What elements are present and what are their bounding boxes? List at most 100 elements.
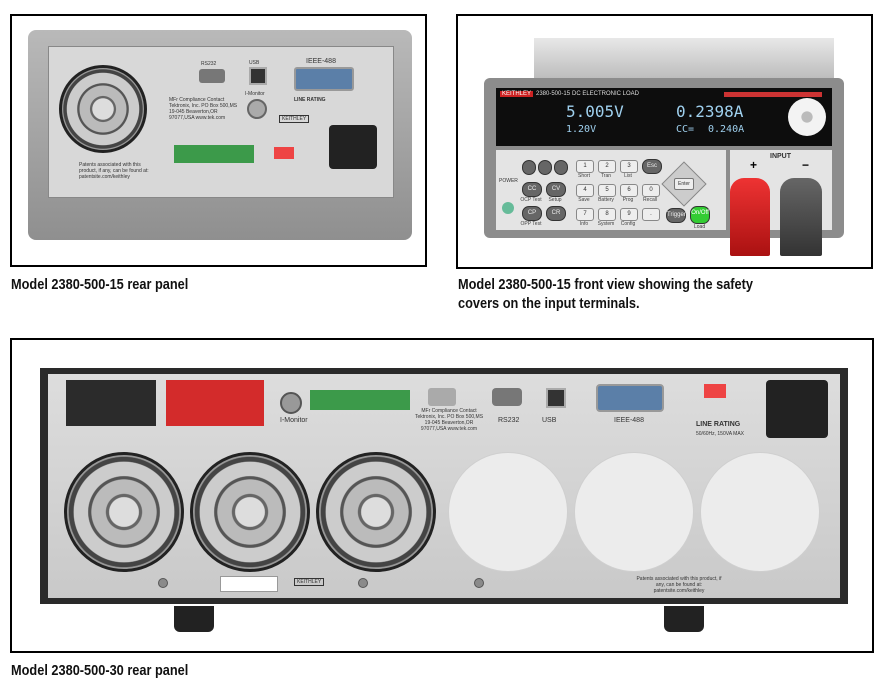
key-4[interactable]: 4 [576,184,594,197]
soft-key-2[interactable] [538,160,552,175]
key-dot[interactable]: . [642,208,660,221]
key-7[interactable]: 7 [576,208,594,221]
setup-label: Setup [548,197,562,203]
negative-terminal-cover[interactable] [780,178,822,256]
ieee488-port [596,384,664,412]
blank-port [428,388,456,406]
rs232-port [492,388,522,406]
key-6[interactable]: 6 [620,184,638,197]
minus-label: − [802,158,810,172]
voltage-readout: 5.005V [566,102,624,121]
foot-left [174,606,214,632]
soft-key-1[interactable] [522,160,536,175]
screw [358,578,368,588]
plus-label: + [750,158,758,172]
brand-logo: KEITHLEY [500,91,534,97]
cr-button[interactable]: CR [546,206,566,221]
key-2[interactable]: 2 [598,160,616,173]
dip-switch [274,147,294,159]
patents-text: Patents associated with this product, if… [636,576,722,594]
compliance-text: MFr Compliance Contact Tektronix, Inc. P… [414,408,484,432]
system-label: System [597,221,615,227]
compliance-text: MFr Compliance Contact Tektronix, Inc. P… [169,97,238,121]
positive-terminal-cover[interactable] [730,178,770,256]
dip-switch [704,384,726,398]
device-front-body: KEITHLEY 2380-500-15 DC ELECTRONIC LOAD … [484,78,844,238]
soft-key-3[interactable] [554,160,568,175]
current-setting: 0.240A [708,124,745,135]
rotary-knob[interactable] [788,98,826,136]
ieee488-port [294,67,354,91]
label-blank [220,576,278,592]
title-label: DC ELECTRONIC LOAD [572,91,640,97]
power-button[interactable] [502,202,514,214]
bnc-connector [280,392,302,414]
brand-label: KEITHLEY [279,115,310,123]
fan-icon [64,452,184,572]
recall-label: Recall [643,197,657,203]
key-1[interactable]: 1 [576,160,594,173]
red-bar [724,92,822,97]
keypad-area: POWER CC CV OCP Test Setup CP CR OPP Tes… [496,150,726,230]
ocp-test-label: OCP Test [520,197,542,203]
screw [474,578,484,588]
caption-rear-panel-small: Model 2380-500-15 rear panel [11,277,189,293]
fan-icon [190,452,310,572]
patents-text: Patents associated with this product, if… [79,162,149,180]
vent-cutout [700,452,820,572]
voltage-setting: 1.20V [566,124,597,135]
vent-cutout [448,452,568,572]
brand-label: KEITHLEY [294,578,325,586]
esc-button[interactable]: Esc [642,159,662,174]
display-area: KEITHLEY 2380-500-15 DC ELECTRONIC LOAD … [496,88,832,146]
tran-label: Tran [600,173,612,179]
usb-port [546,388,566,408]
ieee488-label: IEEE-488 [306,58,336,65]
screw [158,578,168,588]
input-label: INPUT [770,153,791,160]
fan-icon [59,65,147,153]
key-9[interactable]: 9 [620,208,638,221]
battery-label: Battery [598,197,614,203]
mode-readout: CC= [676,124,695,135]
terminal-block [310,390,410,410]
bnc-connector [247,99,267,119]
rear-plate: I-Monitor MFr Compliance Contact Tektron… [48,374,840,598]
rs232-label: RS232 [201,61,217,67]
rs232-label: RS232 [498,417,520,424]
onoff-button[interactable]: On/Off [690,206,710,224]
prog-label: Prog [622,197,634,203]
figure-rear-panel-2380-500-30: I-Monitor MFr Compliance Contact Tektron… [10,338,874,653]
device-rear-body: I-Monitor MFr Compliance Contact Tektron… [40,368,848,604]
rear-plate: RS232 USB IEEE-488 I-Monitor MFr Complia… [48,46,394,198]
list-label: List [624,173,632,179]
positive-bus-bar [166,380,264,426]
device-rear-body: RS232 USB IEEE-488 I-Monitor MFr Complia… [28,30,412,240]
key-5[interactable]: 5 [598,184,616,197]
enter-button[interactable]: Enter [674,178,694,190]
cv-button[interactable]: CV [546,182,566,197]
key-8[interactable]: 8 [598,208,616,221]
key-3[interactable]: 3 [620,160,638,173]
terminal-block [174,145,254,163]
usb-label: USB [249,60,260,66]
power-label: POWER [499,178,518,184]
power-inlet [329,125,377,169]
trigger-button[interactable]: Trigger [666,208,686,223]
key-0[interactable]: 0 [642,184,660,197]
ieee488-label: IEEE-488 [614,417,644,424]
cp-button[interactable]: CP [522,206,542,221]
current-readout: 0.2398A [676,102,744,121]
figure-rear-panel-2380-500-15: RS232 USB IEEE-488 I-Monitor MFr Complia… [10,14,427,267]
negative-bus-bar [66,380,156,426]
figure-front-view-2380-500-15: KEITHLEY 2380-500-15 DC ELECTRONIC LOAD … [456,14,873,269]
vent-cutout [574,452,694,572]
fan-icon [316,452,436,572]
line-rating-label: LINE RATING [294,97,326,103]
caption-rear-panel-large: Model 2380-500-30 rear panel [11,663,189,679]
cc-button[interactable]: CC [522,182,542,197]
imonitor-label: I-Monitor [280,417,308,424]
config-label: Config [620,221,636,227]
usb-label: USB [542,417,557,424]
line-rating-detail: 50/60Hz, 150VA MAX [696,431,744,437]
